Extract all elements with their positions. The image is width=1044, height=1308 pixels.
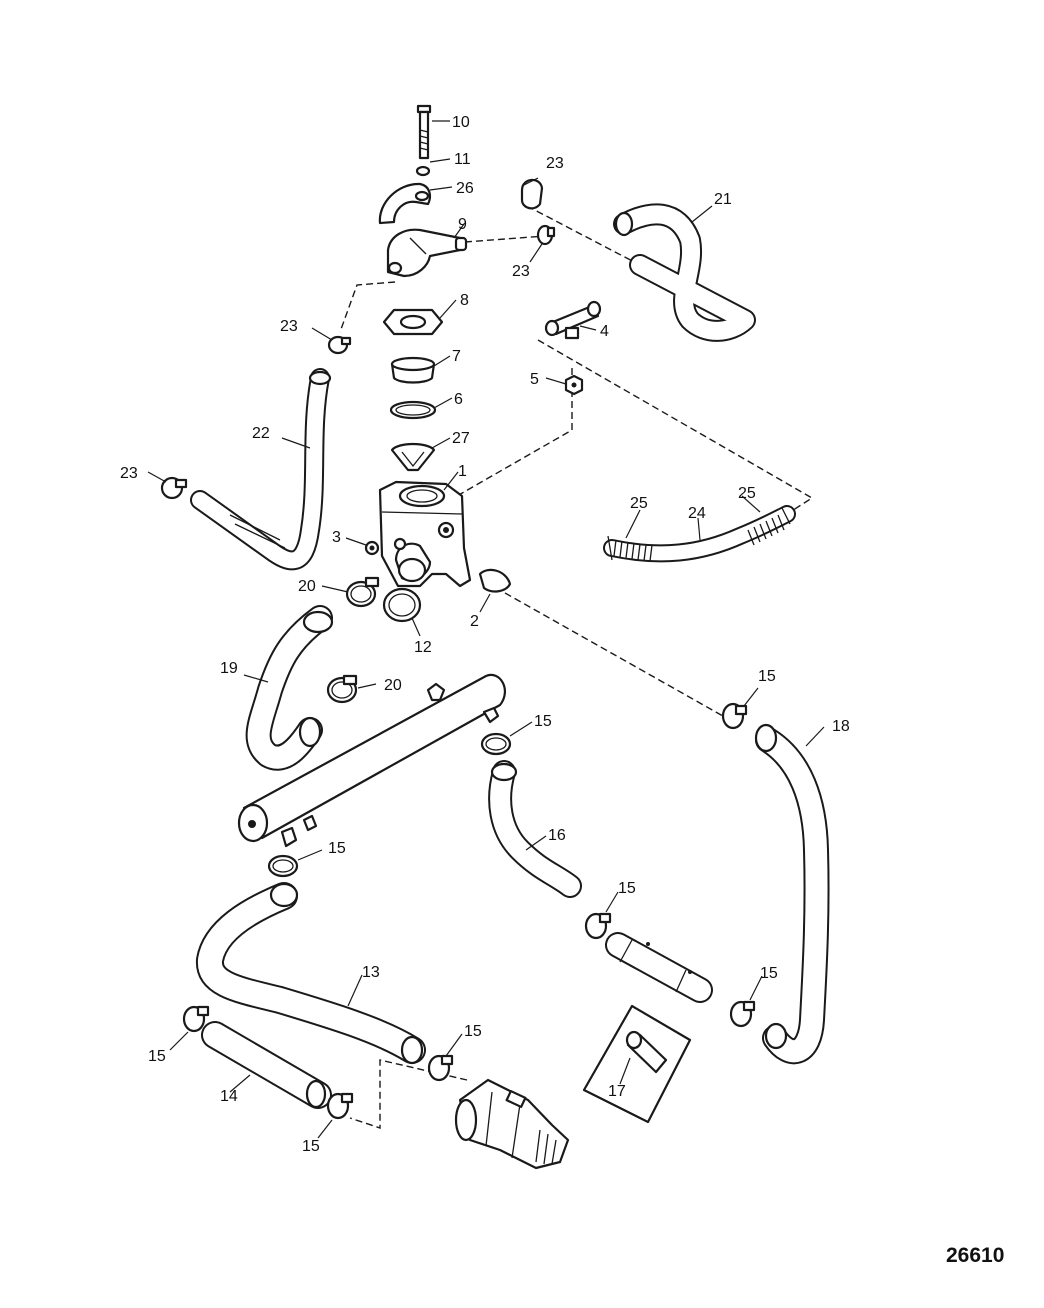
callout-24: 24 [688,505,706,522]
callout-20a: 20 [298,578,316,595]
callout-11: 11 [454,151,471,168]
part-hose-18 [754,723,830,1065]
callout-4: 4 [600,323,609,340]
callout-20b: 20 [384,677,402,694]
part-clamp-15a [721,702,748,730]
part-clamp-23d [160,476,188,500]
callout-12: 12 [414,639,432,656]
part-seal-ring [389,400,437,420]
part-fitting-nut [564,374,584,396]
part-clamp-23a [520,178,544,210]
callout-15a: 15 [758,668,776,685]
callout-14: 14 [220,1088,238,1105]
callout-8: 8 [460,292,469,309]
callout-25b: 25 [738,485,756,502]
callout-2: 2 [470,613,479,630]
part-clamp-15g [427,1054,454,1082]
part-bolt [416,104,432,160]
part-washer [415,165,431,177]
part-hose-22 [190,368,332,571]
part-plug [364,540,380,556]
part-thermostat-housing [378,480,472,588]
callout-16: 16 [548,827,566,844]
callout-19: 19 [220,660,238,677]
part-thermostat [390,442,436,472]
callout-22: 22 [252,425,270,442]
part-water-pump [454,1078,570,1170]
callout-15h: 15 [302,1138,320,1155]
part-hose-21 [613,203,756,342]
part-sleeve [390,356,436,384]
part-clamp-20a [345,576,380,608]
callout-15e: 15 [760,965,778,982]
callout-23a: 23 [546,155,564,172]
part-kit-card [582,1004,692,1124]
part-hose-clamp-25a [607,535,613,561]
callout-15b: 15 [534,713,552,730]
callout-23d: 23 [120,465,138,482]
part-tee-fitting [544,300,602,340]
part-hose-clamp-25b [781,507,791,525]
figure-number: 26610 [946,1244,1004,1267]
part-manifold-tube [237,673,506,848]
part-cap [478,568,512,593]
part-clamp-15e [729,1000,756,1028]
leader-lines [147,120,825,1139]
callout-17: 17 [608,1083,626,1100]
callout-25a: 25 [630,495,648,512]
callout-21: 21 [714,191,732,208]
callout-23c: 23 [280,318,298,335]
part-clamp-23b [536,224,556,246]
callout-13: 13 [362,964,380,981]
part-clamp-15f [182,1005,210,1033]
callout-15g: 15 [464,1023,482,1040]
part-clamp-20b [326,674,358,704]
part-gasket [382,308,444,336]
callout-labels: 10 11 26 9 8 7 6 27 1 3 2 12 4 5 23 23 2… [120,114,850,1155]
part-clamp-23c [327,335,352,355]
assembly-dashed-lines [329,205,814,1129]
part-bracket [378,182,431,225]
part-hose-19 [245,605,334,771]
part-hose-13 [196,882,426,1065]
part-hose-14 [201,1021,332,1109]
callout-15c: 15 [328,840,346,857]
callout-5: 5 [530,371,539,388]
callout-3: 3 [332,529,341,546]
part-hose-16 [488,760,582,898]
part-clamp-15h [326,1092,354,1120]
part-hose-24 [603,505,796,563]
callout-15d: 15 [618,880,636,897]
callout-15f: 15 [148,1048,166,1065]
callout-10: 10 [452,114,470,131]
part-clamp-15d [584,912,612,940]
callout-9: 9 [458,216,467,233]
part-o-ring-gasket [382,587,422,623]
callout-26: 26 [456,180,474,197]
part-connector-tube [605,932,713,1003]
callout-7: 7 [452,348,461,365]
part-clamp-15c [267,854,299,878]
callout-27: 27 [452,430,470,447]
callout-6: 6 [454,391,463,408]
part-housing-cap [386,228,468,278]
callout-1: 1 [458,463,467,480]
callout-23b: 23 [512,263,530,280]
part-clamp-15b [480,732,512,756]
callout-18: 18 [832,718,850,735]
